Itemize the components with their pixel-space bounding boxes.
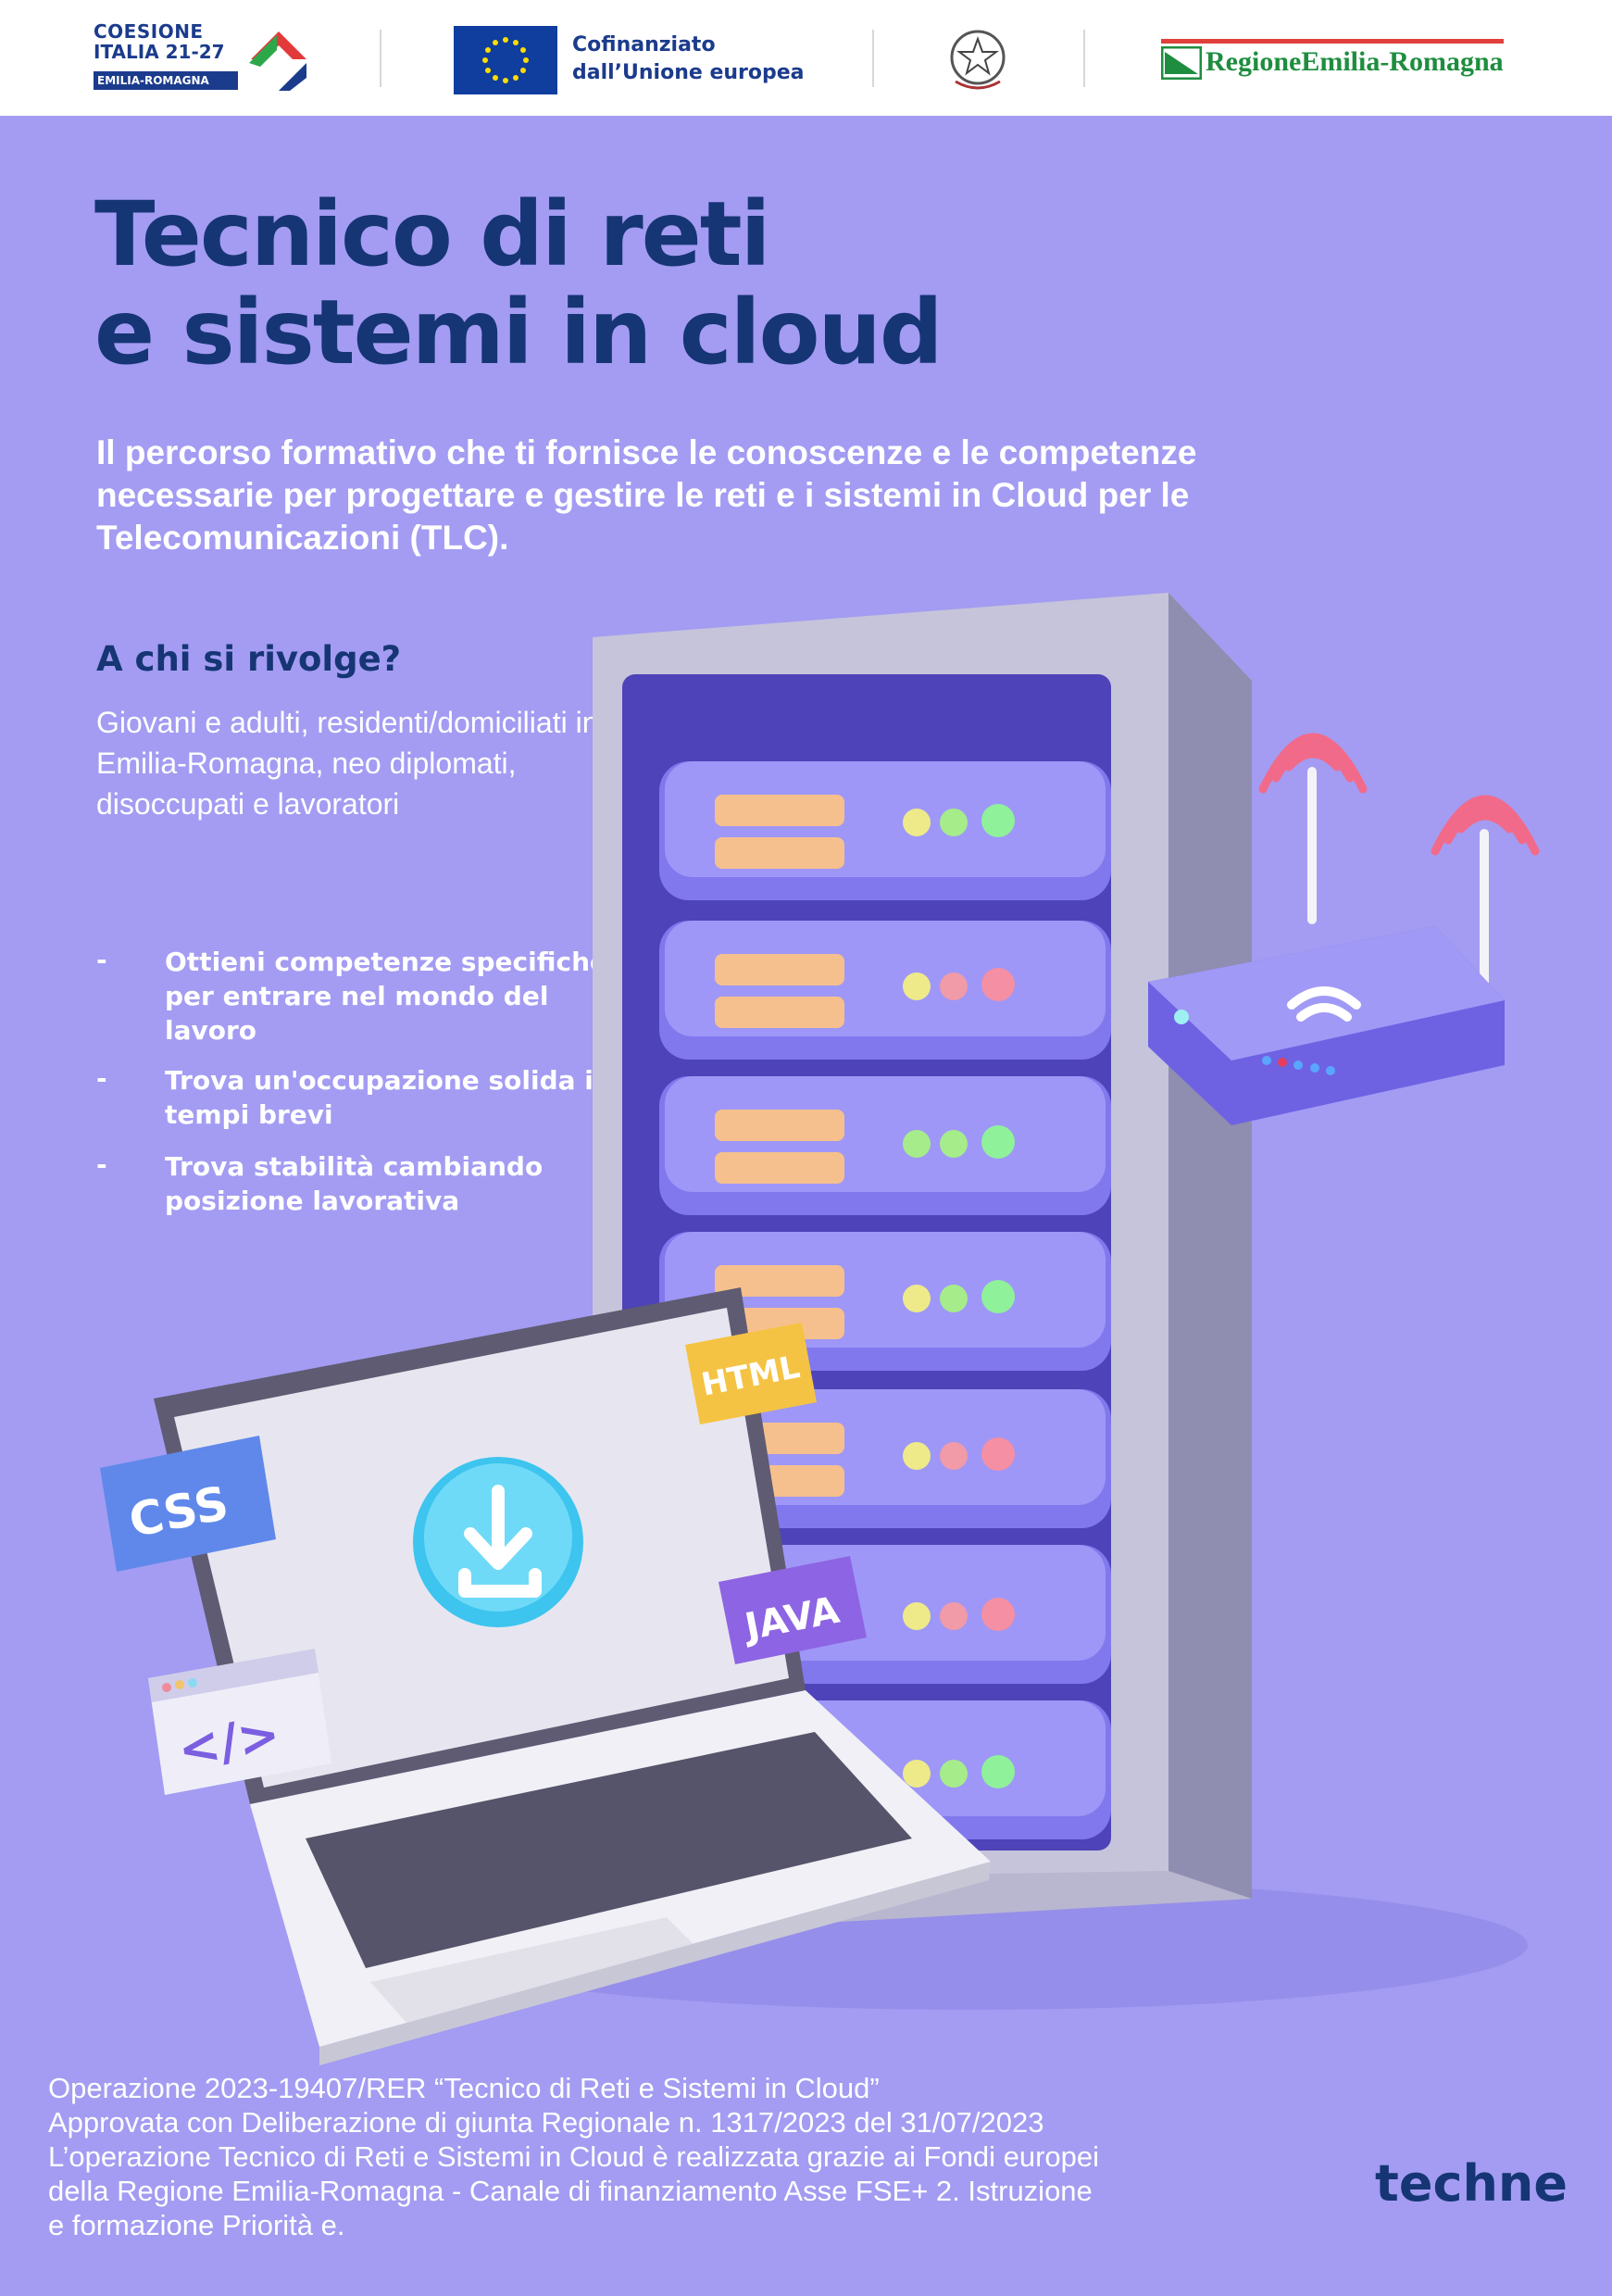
wifi-icon — [1287, 986, 1361, 1022]
techne-logo: techne — [1375, 2154, 1568, 2213]
css-tag: CSS — [100, 1436, 276, 1572]
code-window-tag: </> — [148, 1649, 331, 1795]
html-tag: HTML — [685, 1323, 817, 1424]
page-title: Tecnico di reti e sistemi in cloud — [94, 182, 943, 384]
lead-paragraph: Il percorso formativo che ti fornisce le… — [96, 433, 1197, 557]
audience-heading: A chi si rivolge? — [96, 639, 402, 679]
header-divider — [1083, 30, 1085, 87]
coesione-arrow-icon — [249, 31, 306, 91]
eu-stars-icon — [482, 37, 529, 83]
coesione-years: ITALIA 21-27 — [94, 41, 225, 63]
region-map-icon — [1161, 46, 1202, 80]
logo-header: COESIONE ITALIA 21-27 EMILIA-ROMAGNA Cof… — [0, 0, 1612, 116]
footer-legal-text: Operazione 2023-19407/RER “Tecnico di Re… — [48, 2072, 1100, 2241]
eu-cofinanced-text: Cofinanziato dall’Unione europea — [572, 33, 805, 84]
header-divider — [872, 30, 874, 87]
eu-flag — [454, 26, 557, 94]
coesione-italia-logo: COESIONE ITALIA 21-27 EMILIA-ROMAGNA — [94, 20, 306, 100]
download-button-illustration — [413, 1457, 583, 1627]
download-icon — [458, 1485, 542, 1598]
coesione-text: COESIONE — [94, 20, 204, 43]
audience-text: Giovani e adulti, residenti/domiciliati … — [96, 706, 599, 821]
header-divider — [380, 30, 381, 87]
coesione-region: EMILIA-ROMAGNA — [94, 71, 238, 90]
italian-emblem-icon — [950, 30, 1006, 90]
wifi-router-illustration — [1148, 733, 1540, 1125]
regione-emilia-romagna-logo: RegioneEmilia-Romagna — [1161, 33, 1504, 89]
java-tag: JAVA — [719, 1556, 867, 1664]
